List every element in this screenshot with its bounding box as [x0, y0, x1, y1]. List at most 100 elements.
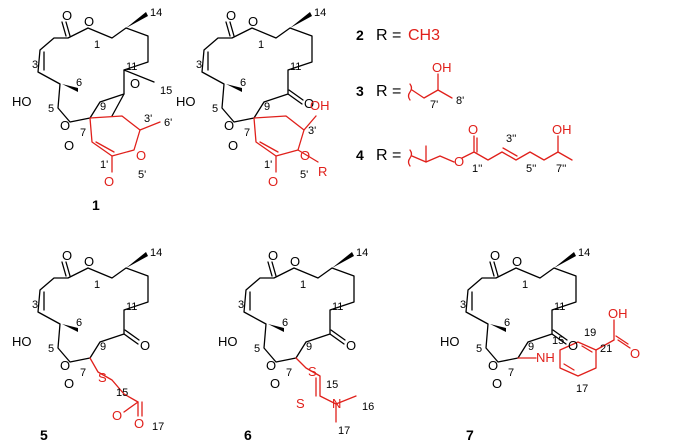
atom-o: O [226, 8, 236, 23]
atom-o: O [290, 254, 300, 269]
locant: 5 [48, 343, 54, 355]
compound-number: 4 [356, 147, 364, 163]
atom-o: O [64, 138, 74, 153]
locant: 15 [116, 387, 128, 399]
atom-o: O [112, 408, 122, 423]
locant: 7 [508, 367, 514, 379]
atom-ho: HO [176, 94, 196, 109]
atom-o: O [346, 338, 356, 353]
atom-o: O [304, 96, 314, 111]
locant: 14 [578, 247, 590, 259]
locant: 5 [48, 103, 54, 115]
locant: 3 [238, 299, 244, 311]
compound-6: O O HO O O O S S N 14 1 3 6 5 9 11 7 15 … [218, 247, 374, 443]
atom-o: O [270, 376, 280, 391]
locant: 7 [286, 367, 292, 379]
locant: 1 [258, 39, 264, 51]
atom-oh: OH [552, 122, 572, 137]
atom-o: O [84, 254, 94, 269]
atom-o: O [512, 254, 522, 269]
locant: 8' [456, 95, 464, 107]
locant: 15 [160, 85, 172, 97]
locant: 1 [94, 279, 100, 291]
locant: 6' [164, 117, 172, 129]
locant: 5' [138, 169, 146, 181]
locant: 3 [32, 59, 38, 71]
locant: 9 [528, 341, 534, 353]
atom-n: N [332, 396, 341, 411]
atom-o: O [268, 174, 278, 189]
atom-o: O [490, 248, 500, 263]
atom-ho: HO [440, 334, 460, 349]
atom-ho: HO [12, 334, 32, 349]
atom-o: O [60, 118, 70, 133]
locant: 7 [80, 127, 86, 139]
atom-o: O [488, 358, 498, 373]
atom-oh: OH [310, 98, 330, 113]
locant: 9 [306, 341, 312, 353]
locant: 3'' [506, 133, 516, 145]
locant: 17 [576, 383, 588, 395]
r-label: R = [376, 83, 401, 100]
r-value: CH3 [408, 27, 440, 44]
locant: 6 [504, 317, 510, 329]
atom-o: O [62, 8, 72, 23]
locant: 7 [80, 367, 86, 379]
locant: 6 [76, 317, 82, 329]
locant: 3 [196, 59, 202, 71]
locant: 5' [300, 169, 308, 181]
locant: 1' [100, 159, 108, 171]
locant: 5 [476, 343, 482, 355]
atom-s: S [98, 370, 107, 385]
atom-ho: HO [218, 334, 238, 349]
atom-oh: OH [608, 306, 628, 321]
atom-oh: OH [432, 60, 452, 75]
locant: 9 [100, 101, 106, 113]
atom-o: O [228, 138, 238, 153]
locant: 11 [554, 301, 565, 313]
compound-number: 2 [356, 27, 364, 43]
atom-o: O [630, 346, 640, 361]
atom-o: O [492, 376, 502, 391]
locant: 17 [152, 421, 164, 433]
locant: 1 [94, 39, 100, 51]
atom-o: O [248, 14, 258, 29]
locant: 7' [430, 99, 438, 111]
locant: 6 [76, 77, 82, 89]
locant: 9 [100, 341, 106, 353]
atom-o: O [130, 76, 140, 91]
atom-o: O [62, 248, 72, 263]
atom-o: O [134, 416, 144, 431]
locant: 15 [552, 335, 564, 347]
compound-number: 3 [356, 83, 364, 99]
atom-o: O [64, 376, 74, 391]
locant: 3' [144, 113, 152, 125]
atom-o: O [136, 148, 146, 163]
atom-o: O [104, 174, 114, 189]
locant: 14 [150, 247, 162, 259]
atom-nh: NH [536, 350, 555, 365]
atom-s: S [296, 396, 305, 411]
r-label: R = [376, 147, 401, 164]
locant: 19 [584, 327, 596, 339]
compound-number: 5 [40, 427, 48, 443]
locant: 1' [264, 159, 272, 171]
locant: 6 [282, 317, 288, 329]
atom-o: O [140, 338, 150, 353]
locant: 6 [240, 77, 246, 89]
atom-o: O [300, 148, 310, 163]
compound-2-4-core: O O HO O O O OH O O R 14 1 3 6 5 9 11 7 … [176, 7, 330, 189]
locant: 5 [212, 103, 218, 115]
atom-o: O [468, 122, 478, 137]
compound-number: 7 [466, 427, 474, 443]
locant: 7 [244, 127, 250, 139]
locant: 15 [326, 379, 338, 391]
atom-ho: HO [12, 94, 32, 109]
atom-o: O [268, 248, 278, 263]
compound-7: O O HO O O O NH OH O 14 1 3 6 5 9 11 7 1… [440, 247, 640, 443]
atom-s: S [308, 364, 317, 379]
locant: 16 [362, 401, 374, 413]
atom-o: O [454, 154, 464, 169]
locant: 1 [300, 279, 306, 291]
